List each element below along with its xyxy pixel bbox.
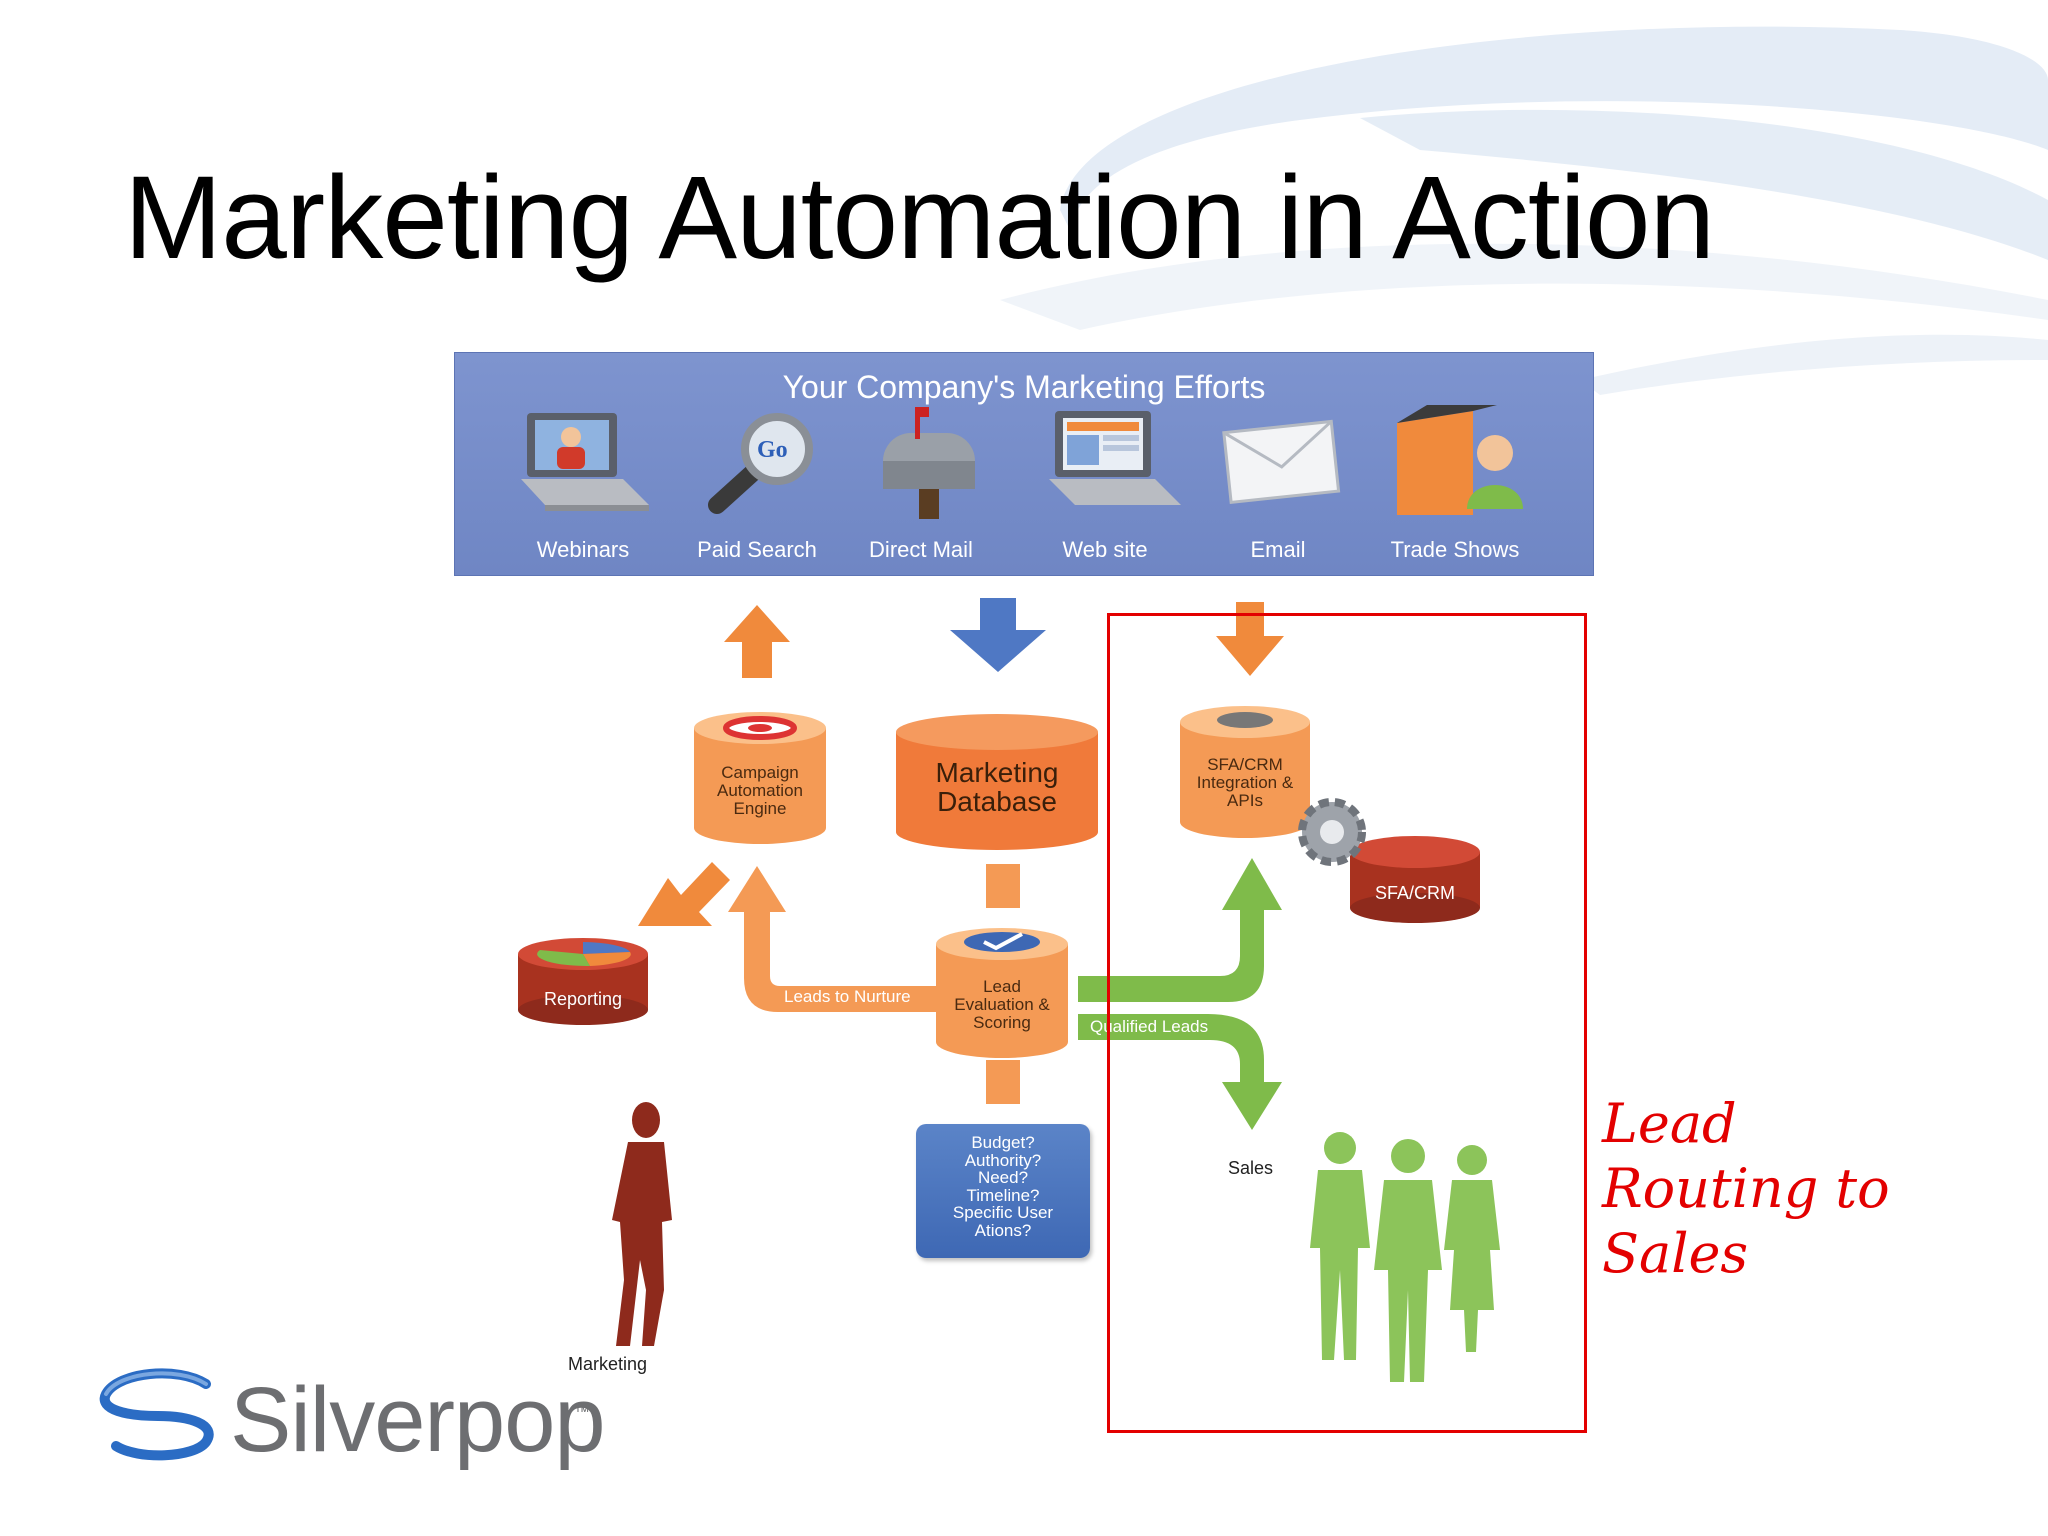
sfa-crm-cylinder	[1350, 836, 1480, 923]
leads-to-nurture-label: Leads to Nurture	[784, 987, 911, 1006]
qualified-leads-label: Qualified Leads	[1090, 1017, 1209, 1036]
arrow-qualified-down	[1078, 1014, 1264, 1086]
silverpop-logo-icon	[99, 1368, 214, 1461]
arrow-up-orange	[724, 605, 790, 678]
sales-people-silhouette	[1310, 1132, 1500, 1382]
laptop-website-icon	[1049, 411, 1181, 505]
marketing-label: Marketing	[568, 1354, 648, 1374]
campaign-engine-label: Campaign Automation Engine	[717, 763, 803, 818]
connector-lead-to-bant	[986, 1060, 1020, 1104]
effort-label-direct-mail: Direct Mail	[869, 537, 973, 562]
arrow-down-blue	[950, 598, 1046, 672]
mailbox-icon	[883, 407, 975, 519]
sfa-crm-label: SFA/CRM	[1374, 883, 1455, 903]
marketing-person-silhouette	[612, 1102, 672, 1346]
magnifier-search-icon: Go	[708, 413, 813, 514]
lead-evaluation-label: Lead Evaluation & Scoring	[954, 977, 1050, 1032]
effort-label-web-site: Web site	[1062, 537, 1148, 562]
arrow-down-orange	[1216, 602, 1284, 676]
reporting-cylinder	[518, 938, 648, 1025]
booth-person-icon	[1397, 405, 1523, 515]
sales-label: Sales	[1228, 1158, 1274, 1178]
bant-criteria-text: Budget? Authority? Need? Timeline? Speci…	[952, 1133, 1054, 1240]
marketing-database-label: Marketing Database	[935, 757, 1059, 818]
sfa-integration-cylinder	[1180, 706, 1310, 838]
marketing-database-cylinder	[896, 714, 1098, 850]
lead-routing-highlight-box	[1107, 613, 1587, 1433]
arrow-leads-to-nurture	[744, 910, 936, 1012]
arrow-to-reporting	[638, 862, 730, 926]
page-title: Marketing Automation in Action	[124, 152, 1715, 284]
marketing-efforts-panel: Your Company's Marketing Efforts Go	[454, 352, 1594, 576]
reporting-label: Reporting	[543, 989, 623, 1009]
bant-criteria-box: Budget? Authority? Need? Timeline? Speci…	[916, 1124, 1090, 1258]
gear-icon	[1298, 798, 1366, 866]
connector-db-to-lead	[986, 864, 1020, 908]
lead-evaluation-cylinder	[936, 928, 1068, 1058]
effort-label-paid-search: Paid Search	[697, 537, 817, 562]
effort-label-webinars: Webinars	[536, 537, 630, 562]
laptop-presenter-icon	[521, 413, 649, 511]
trademark-symbol: ™	[574, 1404, 590, 1421]
envelope-icon	[1222, 419, 1341, 504]
efforts-heading: Your Company's Marketing Efforts	[782, 369, 1266, 405]
arrow-qualified-up	[1078, 906, 1264, 1002]
effort-label-trade-shows: Trade Shows	[1390, 537, 1520, 562]
campaign-engine-cylinder	[694, 712, 826, 844]
lead-routing-annotation: Lead Routing to Sales	[1602, 1092, 1890, 1285]
svg-text:Go: Go	[757, 437, 788, 463]
sfa-integration-label: SFA/CRM Integration & APIs	[1196, 755, 1294, 810]
effort-label-email: Email	[1250, 537, 1306, 562]
silverpop-wordmark: Silverpop	[230, 1369, 606, 1471]
